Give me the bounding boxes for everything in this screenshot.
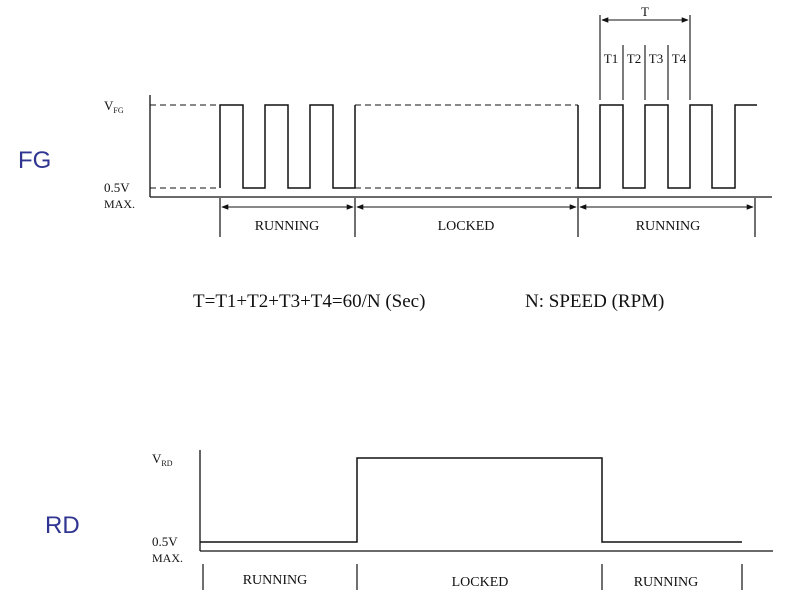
fg-v-low-max: MAX. (104, 197, 135, 211)
rd-segment-label-running-1: RUNNING (243, 573, 308, 588)
fg-segment-label-running-2: RUNNING (636, 219, 701, 234)
fg-subperiod-label-t4: T4 (672, 51, 687, 66)
rd-v-low-max: MAX. (152, 551, 183, 565)
rd-v-high-label: VRD (152, 451, 173, 468)
fg-period-label: T (641, 4, 649, 19)
fg-waveform-running-1 (219, 104, 356, 189)
formula-legend: N: SPEED (RPM) (525, 291, 664, 312)
rd-waveform (200, 457, 742, 543)
fg-subperiod-label-t3: T3 (649, 51, 663, 66)
fg-segment-label-locked: LOCKED (438, 219, 495, 234)
formula-block: T=T1+T2+T3+T4=60/N (Sec) N: SPEED (RPM) (193, 291, 664, 312)
fg-subperiod-label-t1: T1 (604, 51, 618, 66)
fg-v-high-label: VFG (104, 98, 124, 115)
rd-segment-label-running-2: RUNNING (634, 575, 699, 590)
fg-subperiod-label-t2: T2 (627, 51, 641, 66)
formula-equation: T=T1+T2+T3+T4=60/N (Sec) (193, 291, 425, 312)
fg-side-label: FG (18, 147, 51, 174)
rd-v-low-label: 0.5V (152, 534, 178, 549)
rd-side-label: RD (45, 512, 80, 539)
fg-panel: FG VFG 0.5V MAX. RUNNING LOCKED RUNNING (18, 4, 772, 237)
rd-segment-label-locked: LOCKED (452, 575, 509, 590)
fg-segment-label-running-1: RUNNING (255, 219, 320, 234)
rd-panel: RD VRD 0.5V MAX. RUNNING LOCKED RUNNING (45, 450, 773, 590)
fg-v-low-label: 0.5V (104, 180, 130, 195)
fg-waveform-running-2 (577, 104, 757, 189)
